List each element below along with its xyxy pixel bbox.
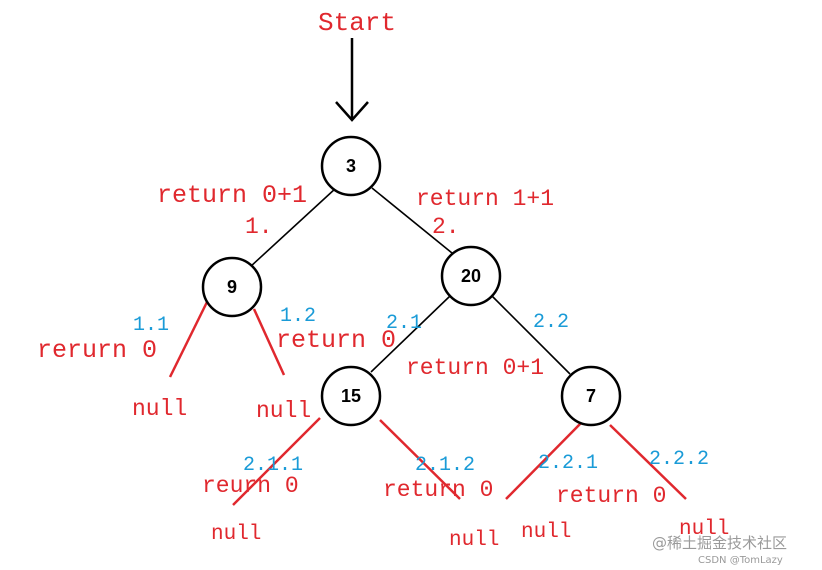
return-label-15-right-null: return 0 — [383, 477, 493, 503]
null-label-15-right: null — [449, 529, 499, 552]
tree-node-9: 9 — [201, 256, 263, 318]
node-value: 7 — [586, 386, 596, 406]
start-arrow — [335, 38, 369, 122]
null-label-9-right: null — [256, 398, 311, 424]
watermark-line1: @稀土掘金技术社区 — [652, 534, 787, 552]
return-label-node15: return 0+1 — [406, 355, 544, 381]
edge-3-20 — [371, 187, 453, 254]
step-label-2-2: 2.2 — [533, 311, 569, 334]
step-label-1: 1. — [245, 214, 273, 240]
step-label-1-1: 1.1 — [133, 314, 169, 337]
node-value: 15 — [341, 386, 361, 406]
node-value: 9 — [227, 277, 237, 297]
null-label-7-left: null — [521, 521, 571, 544]
tree-node-15: 15 — [320, 365, 382, 427]
tree-node-3: 3 — [320, 135, 382, 197]
step-label-2-1-1: 2.1.1 — [243, 454, 303, 477]
start-label: Start — [318, 8, 396, 38]
watermark-line2: CSDN @TomLazy — [698, 555, 783, 566]
node-value: 20 — [461, 266, 481, 286]
step-label-1-2: 1.2 — [280, 305, 316, 328]
return-label-7-right-null: return 0 — [556, 483, 666, 509]
null-edge-15-right — [379, 419, 461, 500]
step-label-2-2-1: 2.2.1 — [538, 452, 598, 475]
null-label-7-right: null — [679, 518, 729, 541]
step-label-2-1-2: 2.1.2 — [415, 454, 475, 477]
null-edge-15-left — [232, 417, 321, 506]
tree-node-7: 7 — [560, 365, 622, 427]
edge-3-9 — [249, 187, 337, 268]
tree-edges — [249, 187, 571, 375]
null-label-15-left: null — [211, 523, 261, 546]
edge-20-7 — [490, 294, 571, 375]
return-label-node20: return 1+1 — [416, 186, 554, 212]
step-label-2: 2. — [432, 214, 460, 240]
return-label-15-left-null: reurn 0 — [202, 473, 299, 499]
node-value: 3 — [346, 156, 356, 176]
step-label-2-2-2: 2.2.2 — [649, 448, 709, 471]
step-label-2-1: 2.1 — [386, 312, 422, 335]
tree-node-20: 20 — [440, 245, 502, 307]
null-edge-7-left — [505, 421, 583, 500]
return-label-9-left-null: rerurn 0 — [37, 336, 157, 365]
return-label-node9: return 0+1 — [157, 181, 307, 210]
null-label-9-left: null — [132, 396, 187, 422]
null-edge-7-right — [609, 424, 687, 500]
return-label-9-right-null: return 0 — [276, 326, 396, 355]
null-edge-9-right — [252, 308, 286, 376]
null-edges — [168, 301, 687, 506]
edge-20-15 — [370, 295, 451, 373]
null-edge-9-left — [168, 301, 209, 378]
